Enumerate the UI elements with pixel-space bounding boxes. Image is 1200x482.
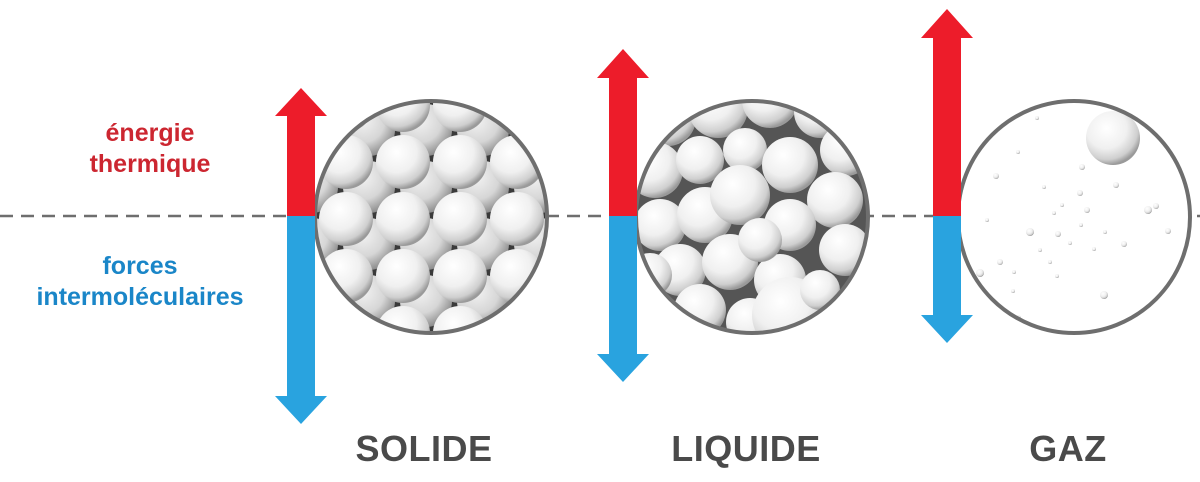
liquid-particle bbox=[723, 128, 767, 172]
solid-particle bbox=[433, 249, 487, 303]
solid-forces-arrow bbox=[275, 216, 327, 424]
solid-particle bbox=[319, 192, 373, 246]
solid-particle bbox=[433, 135, 487, 189]
gas-particle bbox=[1060, 203, 1064, 207]
solid-particle bbox=[286, 47, 338, 99]
liquid-arrows bbox=[597, 49, 649, 382]
gas-particle bbox=[1100, 291, 1108, 299]
solid-particle bbox=[376, 192, 430, 246]
liquid-particle bbox=[762, 137, 818, 193]
intermolecular-forces-label-line2: intermoléculaires bbox=[36, 283, 244, 311]
thermal-energy-label: énergie thermique bbox=[40, 118, 260, 180]
gas-particle bbox=[993, 173, 999, 179]
gas-particle bbox=[1055, 274, 1059, 278]
thermal-energy-label-line2: thermique bbox=[89, 150, 211, 178]
gas-arrows bbox=[921, 9, 973, 343]
gas-particle bbox=[1038, 248, 1042, 252]
gas-particle bbox=[1092, 247, 1096, 251]
solid-particle bbox=[400, 47, 452, 99]
gas-forces-arrow bbox=[921, 216, 973, 343]
liquid-thermal-arrow bbox=[597, 49, 649, 216]
gas-particle bbox=[1011, 289, 1015, 293]
liquid-forces-arrow bbox=[597, 216, 649, 382]
liquid-particle bbox=[636, 199, 686, 251]
gas-particle bbox=[1165, 228, 1171, 234]
gas-particle bbox=[1042, 185, 1046, 189]
solid-thermal-arrow bbox=[275, 88, 327, 216]
liquid-circle bbox=[634, 99, 870, 335]
gas-particle bbox=[1055, 231, 1061, 237]
liquid-particle bbox=[742, 101, 798, 128]
gas-particle bbox=[1048, 260, 1052, 264]
gas-circle bbox=[956, 99, 1192, 335]
liquid-particle bbox=[676, 136, 724, 184]
solid-particle bbox=[490, 306, 544, 333]
liquid-particle bbox=[807, 172, 863, 228]
gas-particle bbox=[1084, 207, 1090, 213]
gas-thermal-arrow bbox=[921, 9, 973, 216]
solid-particle bbox=[343, 47, 395, 99]
gas-particle bbox=[1079, 164, 1085, 170]
solid-particle bbox=[433, 192, 487, 246]
gas-particle bbox=[1026, 228, 1034, 236]
state-label-liquid: LIQUIDE bbox=[671, 428, 821, 469]
solid-particle bbox=[376, 306, 430, 333]
solid-particle bbox=[490, 192, 544, 246]
gas-particle bbox=[997, 259, 1003, 265]
gas-particle bbox=[1012, 270, 1016, 274]
gas-particle bbox=[976, 269, 984, 277]
solid-particle bbox=[457, 47, 509, 99]
liquid-particle bbox=[710, 165, 770, 225]
gas-particle bbox=[1103, 230, 1107, 234]
liquid-particle bbox=[800, 270, 840, 310]
gas-particle bbox=[1144, 206, 1152, 214]
gas-particle bbox=[1113, 182, 1119, 188]
gas-particle bbox=[1068, 241, 1072, 245]
gas-particle bbox=[1086, 111, 1140, 165]
intermolecular-forces-label-line1: forces bbox=[102, 252, 178, 280]
gas-particle bbox=[1121, 241, 1127, 247]
solid-particle bbox=[376, 249, 430, 303]
solid-particle bbox=[376, 135, 430, 189]
solid-particle bbox=[433, 306, 487, 333]
state-label-solid: SOLIDE bbox=[355, 428, 493, 469]
gas-particle bbox=[1079, 223, 1083, 227]
solid-particle bbox=[514, 47, 566, 99]
solid-arrows bbox=[275, 88, 327, 424]
intermolecular-forces-label: forces intermoléculaires bbox=[10, 251, 270, 313]
gas-particle bbox=[1035, 116, 1039, 120]
liquid-particle bbox=[738, 218, 782, 262]
gas-particle bbox=[1153, 203, 1159, 209]
gas-particle bbox=[1077, 190, 1083, 196]
gas-particle bbox=[1052, 211, 1056, 215]
solid-particle bbox=[490, 135, 544, 189]
solid-circle bbox=[286, 47, 566, 335]
gas-particle bbox=[1016, 150, 1020, 154]
state-label-gas: GAZ bbox=[1029, 428, 1107, 469]
thermal-energy-label-line1: énergie bbox=[105, 119, 195, 147]
gas-particle bbox=[985, 218, 989, 222]
